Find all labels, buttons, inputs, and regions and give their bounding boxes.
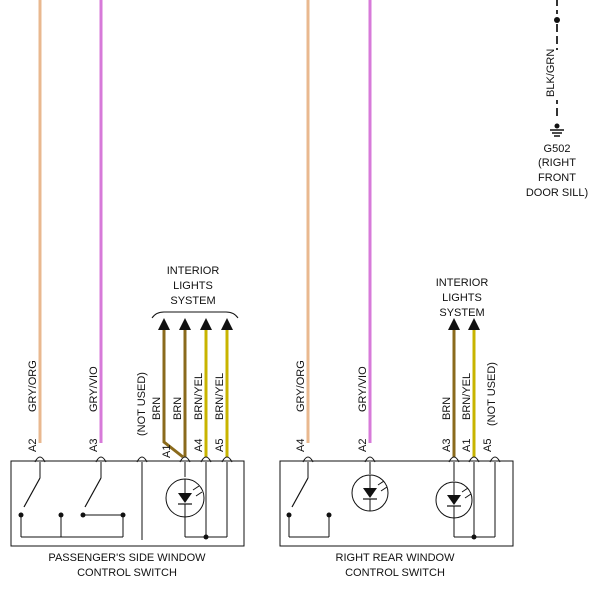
wire-brn-left-a xyxy=(162,330,184,459)
ground-location-1: (RIGHT xyxy=(538,157,576,169)
pin-a5-l: A5 xyxy=(214,439,226,452)
il-left-line3: SYSTEM xyxy=(170,295,215,307)
pin-a3-l: A3 xyxy=(88,439,100,452)
pin-a1-l: A1 xyxy=(161,445,173,458)
label-brn-l2: BRN xyxy=(172,397,184,420)
passenger-switch-title-1: PASSENGER'S SIDE WINDOW xyxy=(48,552,206,564)
passenger-switch: PASSENGER'S SIDE WINDOW CONTROL SWITCH xyxy=(10,456,245,579)
label-brnyel-l1: BRN/YEL xyxy=(193,373,205,420)
label-brnyel-l2: BRN/YEL xyxy=(214,373,226,420)
rear-switch-title-2: CONTROL SWITCH xyxy=(345,567,445,579)
pin-a4-r: A4 xyxy=(295,439,307,452)
label-gry-vio-l: GRY/VIO xyxy=(88,366,100,412)
il-right-line3: SYSTEM xyxy=(439,307,484,319)
label-brn-l1: BRN xyxy=(151,397,163,420)
label-gry-org-r: GRY/ORG xyxy=(295,360,307,412)
label-not-used-r: (NOT USED) xyxy=(486,362,498,426)
pin-a2-l: A2 xyxy=(27,439,39,452)
passenger-switch-box xyxy=(10,460,245,547)
rear-switch-title-1: RIGHT REAR WINDOW xyxy=(336,552,456,564)
ground-location-2: FRONT xyxy=(538,172,576,184)
ground-wire-label: BLK/GRN xyxy=(545,49,557,97)
wire-labels-right: GRY/ORG GRY/VIO BRN BRN/YEL (NOT USED) xyxy=(295,360,498,426)
ground-g502: BLK/GRN G502 (RIGHT FRONT DOOR SILL) xyxy=(526,0,588,199)
rear-switch-box xyxy=(279,460,514,547)
interior-lights-left: INTERIOR LIGHTS SYSTEM xyxy=(151,265,239,330)
label-gry-vio-r: GRY/VIO xyxy=(357,366,369,412)
label-brn-r: BRN xyxy=(441,397,453,420)
ground-location-3: DOOR SILL) xyxy=(526,187,588,199)
label-brnyel-r: BRN/YEL xyxy=(461,373,473,420)
il-right-line1: INTERIOR xyxy=(436,277,489,289)
il-left-line2: LIGHTS xyxy=(173,280,213,292)
interior-lights-right: INTERIOR LIGHTS SYSTEM xyxy=(436,277,489,330)
ground-id: G502 xyxy=(544,143,571,155)
pin-labels-right: A4 A2 A3 A1 A5 xyxy=(295,439,494,452)
il-left-line1: INTERIOR xyxy=(167,265,220,277)
label-not-used-l: (NOT USED) xyxy=(136,372,148,436)
pin-labels-left: A2 A3 A1 A4 A5 xyxy=(27,439,226,458)
wire-labels-left: GRY/ORG GRY/VIO (NOT USED) BRN BRN BRN/Y… xyxy=(27,360,226,436)
pin-a4-l: A4 xyxy=(193,439,205,452)
label-gry-org-l: GRY/ORG xyxy=(27,360,39,412)
pin-a1-r: A1 xyxy=(461,439,473,452)
pin-a3-r: A3 xyxy=(441,439,453,452)
rear-switch: RIGHT REAR WINDOW CONTROL SWITCH xyxy=(279,456,514,579)
pin-a2-r: A2 xyxy=(357,439,369,452)
il-right-line2: LIGHTS xyxy=(442,292,482,304)
pin-a5-r: A5 xyxy=(482,439,494,452)
passenger-switch-title-2: CONTROL SWITCH xyxy=(77,567,177,579)
